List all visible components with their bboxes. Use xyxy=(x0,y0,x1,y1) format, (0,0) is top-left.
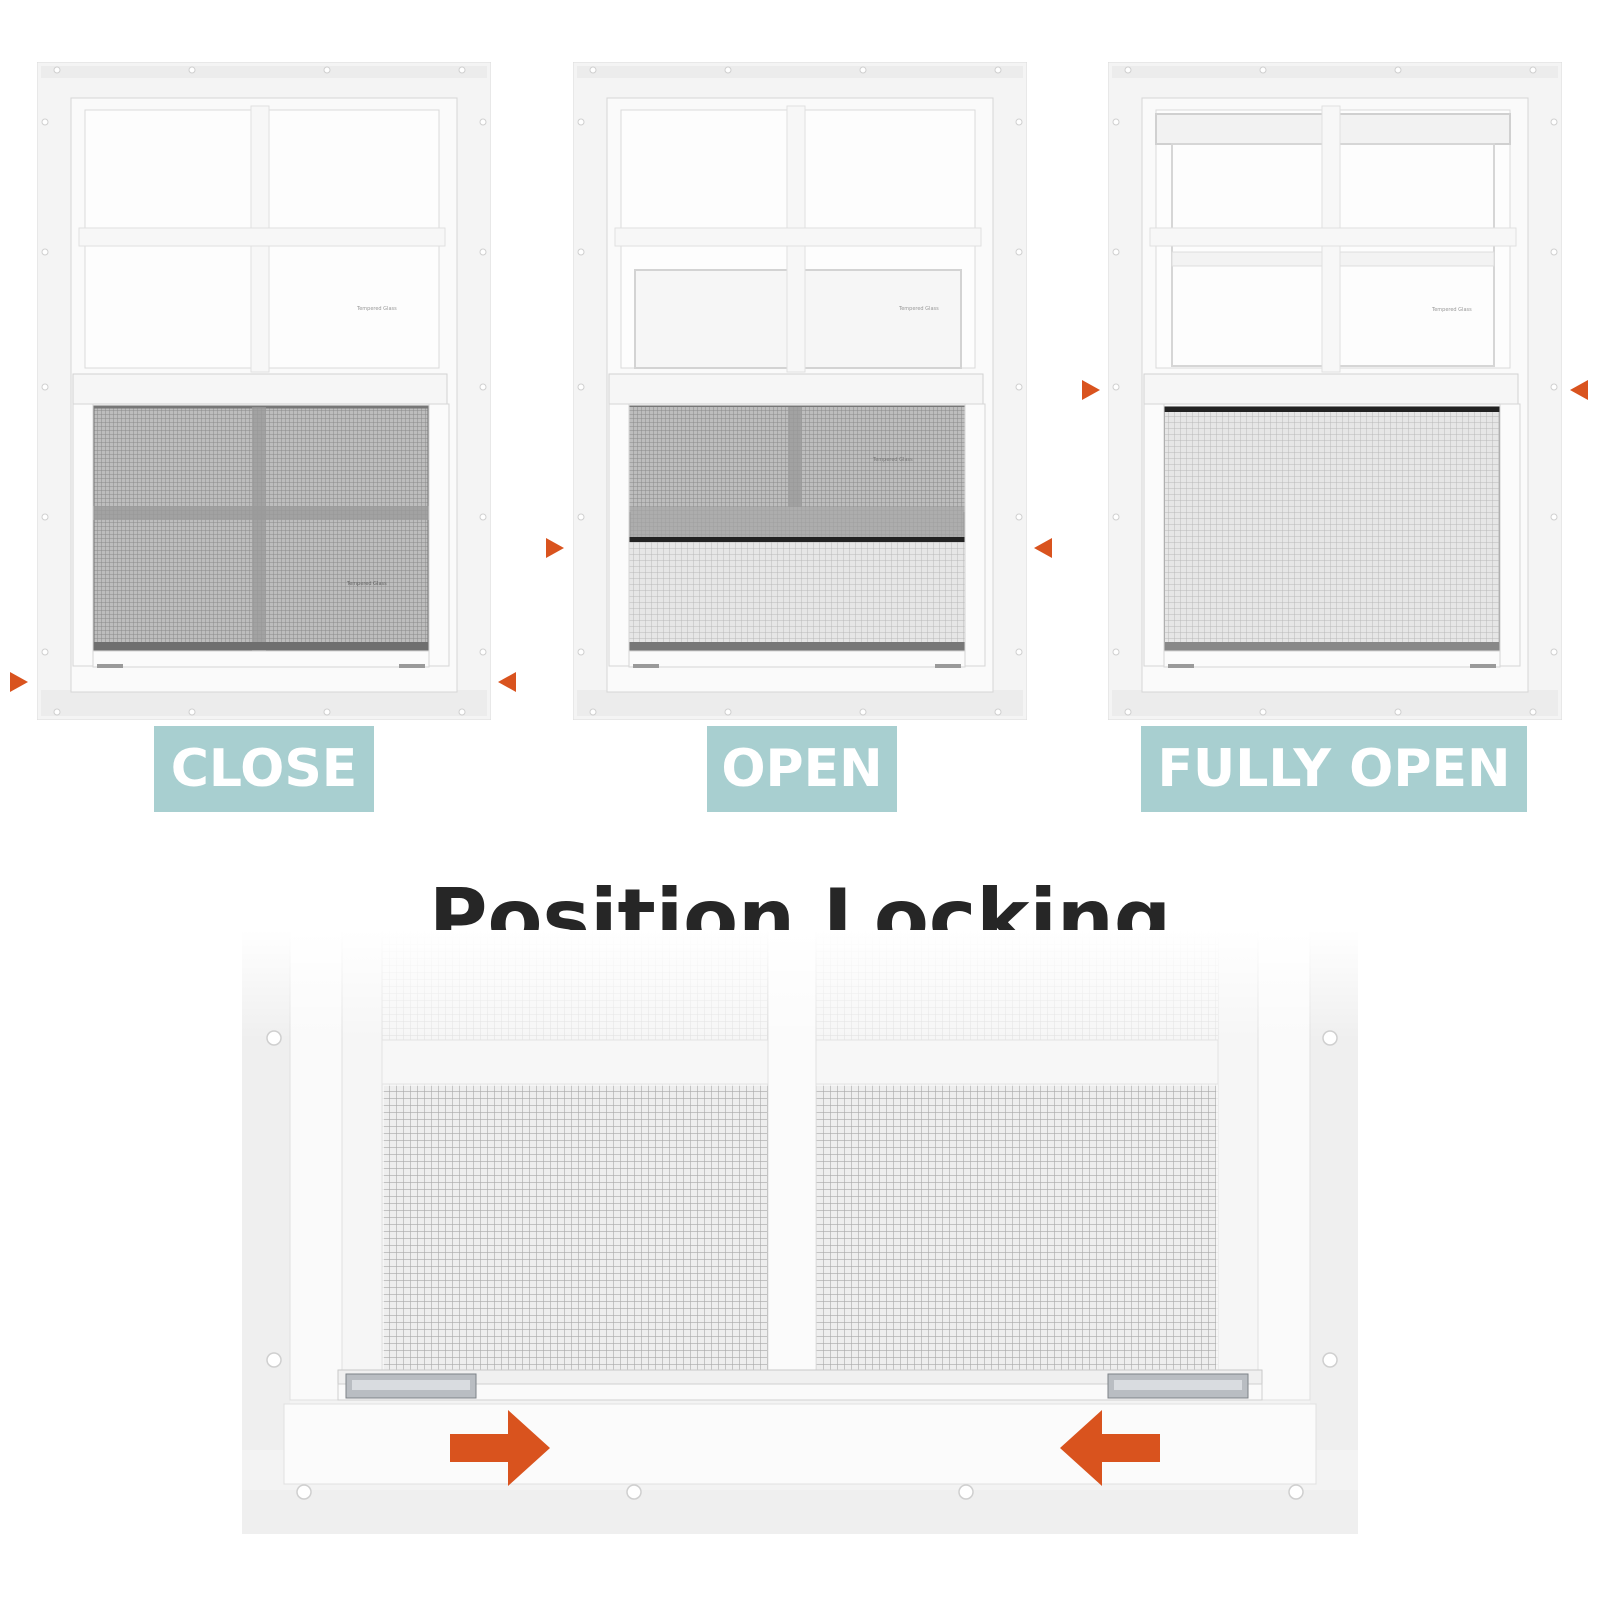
screen-stamp: Tempered Glass xyxy=(346,581,387,587)
window-close-illustration: Tempered Glass Tempered Glass xyxy=(37,62,491,720)
triangle-marker-icon xyxy=(546,538,564,558)
triangle-marker-icon xyxy=(498,672,516,692)
glass-stamp: Tempered Glass xyxy=(898,306,939,312)
state-label-fully-open: FULLY OPEN xyxy=(1141,726,1527,812)
triangle-marker-icon xyxy=(1034,538,1052,558)
screen-stamp: Tempered Glass xyxy=(872,457,913,463)
state-label-close: CLOSE xyxy=(154,726,374,812)
arrow-right-icon xyxy=(450,1410,550,1486)
position-locking-closeup xyxy=(242,930,1358,1534)
triangle-marker-icon xyxy=(1570,380,1588,400)
window-fully-open-illustration: Tempered Glass xyxy=(1108,62,1562,720)
glass-stamp: Tempered Glass xyxy=(1431,307,1472,313)
arrow-left-icon xyxy=(1060,1410,1160,1486)
state-label-open: OPEN xyxy=(707,726,897,812)
glass-stamp: Tempered Glass xyxy=(356,306,397,312)
triangle-marker-icon xyxy=(10,672,28,692)
window-open-illustration: Tempered Glass Tempered Glass xyxy=(573,62,1027,720)
triangle-marker-icon xyxy=(1082,380,1100,400)
